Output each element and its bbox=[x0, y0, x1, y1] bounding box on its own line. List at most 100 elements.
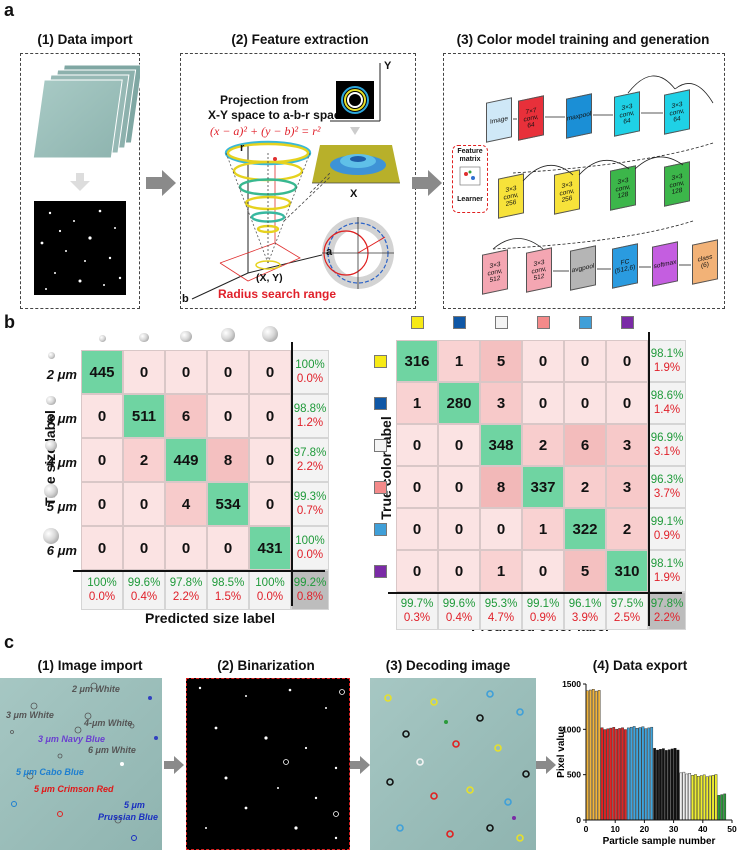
bar-16 bbox=[632, 726, 636, 821]
size-row-ball-1 bbox=[46, 396, 56, 406]
size-cell-1-4: 0 bbox=[249, 394, 291, 438]
color-row-pct-4-correct: 99.1% bbox=[650, 516, 684, 528]
feature-extraction-illustration bbox=[191, 63, 400, 300]
size-col-pct-2-correct: 97.8% bbox=[169, 577, 203, 589]
feature-matrix-box bbox=[452, 145, 488, 213]
bar-4 bbox=[597, 690, 601, 821]
size-cell-0-2: 0 bbox=[165, 350, 207, 394]
size-row-pct-1-error: 1.2% bbox=[296, 417, 324, 429]
size-row-label-1: 3 μm bbox=[46, 411, 77, 426]
arrow-step1-to-2 bbox=[146, 170, 176, 196]
bar-8 bbox=[609, 727, 613, 821]
c-step2-title: (2) Binarization bbox=[217, 658, 315, 673]
size-row-pct-0: 100% 0.0% bbox=[291, 350, 329, 394]
image-import-particles bbox=[10, 682, 158, 841]
size-col-ball-0 bbox=[98, 335, 106, 342]
color-cell-1-3: 0 bbox=[522, 382, 564, 424]
color-row-pct-0: 98.1%1.9% bbox=[648, 340, 686, 382]
size-col-pct-1-error: 0.4% bbox=[130, 591, 158, 603]
size-cell-0-3: 0 bbox=[207, 350, 249, 394]
size-col-pct-2-error: 2.2% bbox=[172, 591, 200, 603]
bar-18 bbox=[638, 727, 642, 821]
feature-matrix-label: Feature matrix bbox=[457, 148, 483, 163]
size-cell-2-1: 2 bbox=[123, 438, 165, 482]
size-row-ball-3 bbox=[44, 484, 58, 498]
image-import-view bbox=[0, 678, 162, 850]
color-col-pct-0-error: 0.3% bbox=[403, 612, 431, 624]
size-cell-4-2: 0 bbox=[165, 526, 207, 570]
color-col-pct-4: 96.1%3.9% bbox=[564, 592, 606, 630]
size-row-pct-4-error: 0.0% bbox=[296, 549, 324, 561]
bar-1 bbox=[589, 689, 592, 821]
color-row-swatch-1 bbox=[374, 397, 387, 410]
bar-39 bbox=[699, 775, 703, 821]
size-cell-0-4: 0 bbox=[249, 350, 291, 394]
size-xlabel: Predicted size label bbox=[145, 610, 275, 626]
color-row-pct-5-correct: 98.1% bbox=[650, 558, 684, 570]
color-row-pct-2-correct: 96.9% bbox=[650, 432, 684, 444]
step3-title: (3) Color model training and generation bbox=[456, 32, 710, 47]
size-col-pct-4-error: 0.0% bbox=[256, 591, 284, 603]
color-cell-3-1: 0 bbox=[438, 466, 480, 508]
import-label-5um: 5 μm bbox=[124, 800, 145, 810]
size-col-pct-3-error: 1.5% bbox=[214, 591, 242, 603]
color-row-pct-3-correct: 96.3% bbox=[650, 474, 684, 486]
color-cell-1-4: 0 bbox=[564, 382, 606, 424]
color-col-pct-4-error: 3.9% bbox=[571, 612, 599, 624]
size-cell-4-0: 0 bbox=[81, 526, 123, 570]
color-row-pct-5: 98.1%1.9% bbox=[648, 550, 686, 592]
bar-11 bbox=[618, 728, 621, 821]
color-cell-5-1: 0 bbox=[438, 550, 480, 592]
color-col-swatch-2 bbox=[495, 316, 508, 329]
color-cell-5-2: 1 bbox=[480, 550, 522, 592]
color-col-swatch-5 bbox=[621, 316, 634, 329]
bar-43 bbox=[711, 775, 715, 821]
size-row-pct-0-error: 0.0% bbox=[296, 373, 324, 385]
color-ylabel: True color label bbox=[378, 416, 394, 520]
color-total: 97.8%2.2% bbox=[648, 592, 686, 630]
size-cell-3-0: 0 bbox=[81, 482, 123, 526]
size-col-pct-2: 97.8% 2.2% bbox=[165, 570, 207, 610]
bar-13 bbox=[624, 729, 627, 821]
size-row-pct-2: 97.8%2.2% bbox=[291, 438, 329, 482]
size-row-label-3: 5 μm bbox=[46, 499, 77, 514]
color-cell-2-5: 3 bbox=[606, 424, 648, 466]
import-label-navy-blue: 3 μm Navy Blue bbox=[38, 734, 105, 744]
color-cell-3-4: 2 bbox=[564, 466, 606, 508]
size-divider-v bbox=[291, 342, 293, 606]
import-label-4um-white: 4-μm White bbox=[84, 718, 133, 728]
color-row-swatch-4 bbox=[374, 523, 387, 536]
size-total-correct: 99.2% bbox=[293, 577, 327, 589]
size-cell-1-0: 0 bbox=[81, 394, 123, 438]
color-cell-0-4: 0 bbox=[564, 340, 606, 382]
color-cell-3-3: 337 bbox=[522, 466, 564, 508]
size-col-ball-4 bbox=[262, 326, 278, 342]
color-cell-2-4: 6 bbox=[564, 424, 606, 466]
bar-35 bbox=[688, 773, 692, 821]
projection-text-1: Projection from bbox=[220, 93, 309, 107]
color-divider-v bbox=[648, 332, 650, 626]
projection-text-2: X-Y space to a-b-r space bbox=[208, 108, 348, 122]
point-label: (X, Y) bbox=[256, 272, 283, 284]
size-row-pct-0-correct: 100% bbox=[295, 359, 325, 371]
color-col-pct-2-correct: 95.3% bbox=[484, 598, 518, 610]
panel-letter-b: b bbox=[4, 312, 15, 332]
step2-title: (2) Feature extraction bbox=[231, 32, 369, 47]
bar-24 bbox=[656, 749, 659, 821]
size-col-pct-0-correct: 100% bbox=[87, 577, 117, 589]
x-tick-label-3: 30 bbox=[669, 824, 679, 834]
color-col-pct-0-correct: 99.7% bbox=[400, 598, 434, 610]
size-cell-3-4: 0 bbox=[249, 482, 291, 526]
arrow-step2-to-3 bbox=[412, 170, 442, 196]
bar-6 bbox=[603, 729, 607, 821]
bar-37 bbox=[694, 774, 697, 821]
color-cell-1-1: 280 bbox=[438, 382, 480, 424]
color-row-swatch-0 bbox=[374, 355, 387, 368]
arrow-c2-to-c3 bbox=[350, 756, 370, 774]
bar-47 bbox=[723, 793, 727, 821]
bar-20 bbox=[644, 728, 648, 821]
size-col-ball-2 bbox=[180, 330, 192, 342]
import-label-3um-white: 3 μm White bbox=[6, 710, 54, 720]
step1-title: (1) Data import bbox=[37, 32, 133, 47]
size-row-pct-1-correct: 98.8% bbox=[293, 403, 327, 415]
